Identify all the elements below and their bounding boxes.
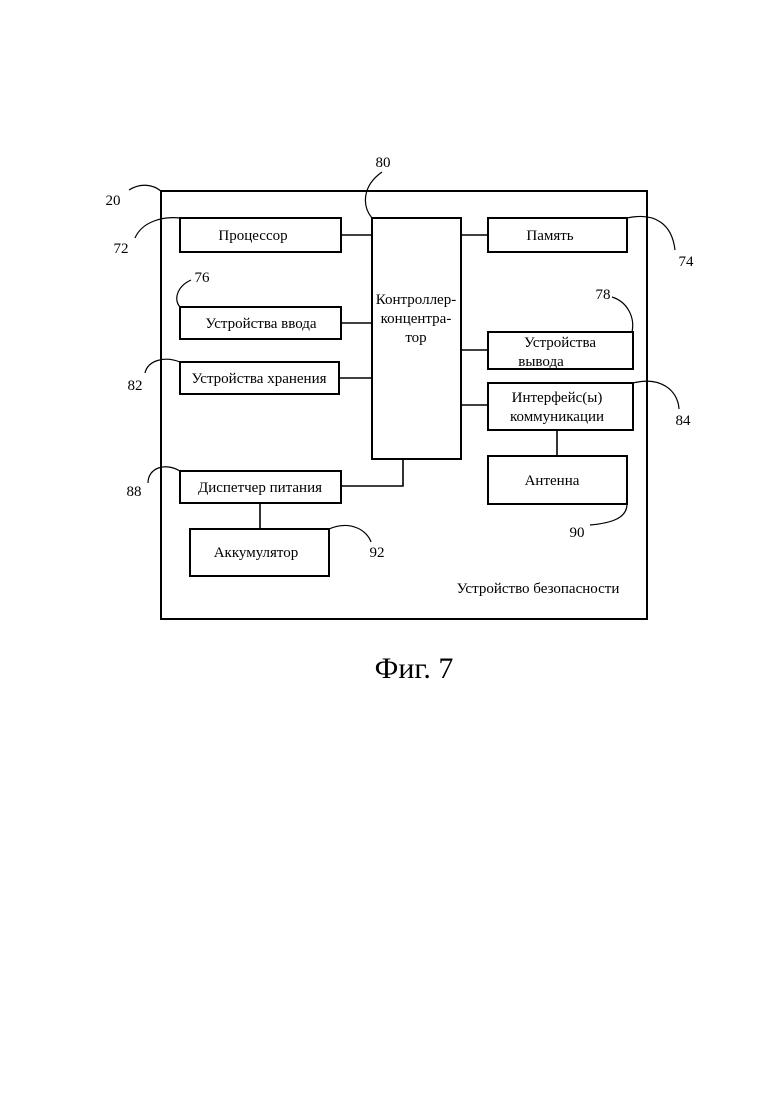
block-input-devices: Устройства ввода [180, 307, 341, 339]
leader-76 [177, 280, 191, 307]
block-communication-interface: Интерфейс(ы) коммуникации [488, 383, 633, 430]
ref-78: 78 [596, 287, 611, 303]
ref-20: 20 [106, 193, 121, 209]
memory-label: Память [526, 228, 573, 244]
ref-72: 72 [114, 241, 129, 257]
block-hub-controller: Контроллер- концентра- тор [372, 218, 461, 459]
leader-90 [590, 504, 627, 525]
leader-92 [329, 526, 371, 542]
storage-devices-label: Устройства хранения [191, 371, 326, 387]
leader-88 [148, 467, 180, 483]
leader-82 [145, 359, 180, 373]
leader-78 [612, 297, 633, 332]
antenna-label: Антенна [525, 473, 580, 489]
ref-88: 88 [127, 484, 142, 500]
hub-label-line2: концентра- [381, 311, 452, 327]
ref-80: 80 [376, 155, 391, 171]
ref-90: 90 [570, 525, 585, 541]
comm-label-line2: коммуникации [510, 409, 604, 425]
block-storage-devices: Устройства хранения [180, 362, 339, 394]
ref-76: 76 [195, 270, 211, 286]
power-manager-label: Диспетчер питания [198, 480, 322, 496]
output-label-line2: вывода [518, 354, 564, 370]
leader-72 [135, 218, 180, 238]
block-memory: Память [488, 218, 627, 252]
security-device-label: Устройство безопасности [457, 581, 620, 597]
comm-label-line1: Интерфейс(ы) [512, 390, 603, 406]
leader-84 [633, 381, 679, 409]
block-power-manager: Диспетчер питания [180, 471, 341, 503]
input-devices-label: Устройства ввода [205, 316, 317, 332]
block-output-devices: Устройства вывода [488, 332, 633, 370]
leader-20 [129, 185, 161, 191]
ref-84: 84 [676, 413, 692, 429]
hub-label-line1: Контроллер- [376, 292, 456, 308]
ref-74: 74 [679, 254, 695, 270]
block-processor: Процессор [180, 218, 341, 252]
hub-label-line3: тор [405, 330, 426, 346]
block-antenna: Антенна [488, 456, 627, 504]
battery-label: Аккумулятор [214, 545, 299, 561]
leader-80 [365, 172, 382, 218]
processor-label: Процессор [218, 228, 287, 244]
output-label-line1: Устройства [524, 335, 596, 351]
figure-caption: Фиг. 7 [375, 652, 454, 685]
wire-hub-power [341, 459, 403, 486]
ref-82: 82 [128, 378, 143, 394]
ref-92: 92 [370, 545, 385, 561]
leader-74 [627, 216, 675, 250]
block-battery: Аккумулятор [190, 529, 329, 576]
